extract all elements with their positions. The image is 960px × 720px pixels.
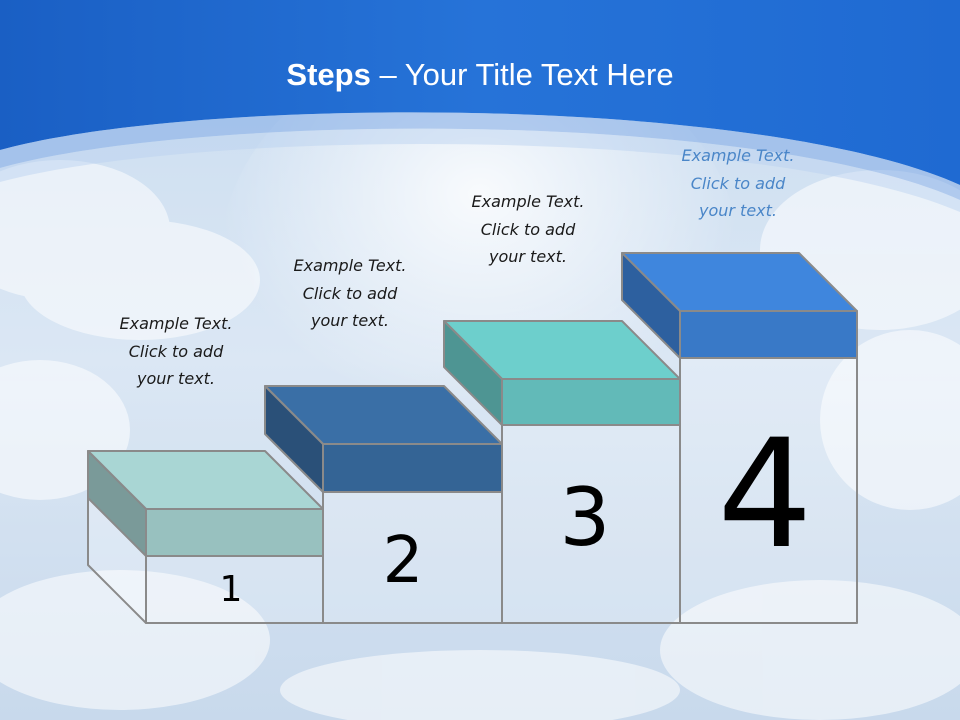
step-1-caption[interactable]: Example Text. Click to add your text. xyxy=(76,310,276,393)
step-2-number: 2 xyxy=(382,524,424,598)
step-3-front-face xyxy=(501,378,681,426)
caption-line: your text. xyxy=(488,247,567,266)
step-1-number: 1 xyxy=(219,569,243,610)
caption-line: Example Text. xyxy=(471,192,585,211)
step-3-caption[interactable]: Example Text. Click to add your text. xyxy=(428,188,628,271)
title-bold: Steps xyxy=(286,57,371,92)
step-1-front-face xyxy=(145,508,324,557)
title-rest: – Your Title Text Here xyxy=(370,57,674,92)
step-4-front-face xyxy=(679,310,858,359)
caption-line: Click to add xyxy=(480,219,576,239)
caption-line: Example Text. xyxy=(293,256,407,275)
caption-line: Click to add xyxy=(302,283,398,303)
caption-line: Example Text. xyxy=(119,314,233,333)
step-2-caption[interactable]: Example Text. Click to add your text. xyxy=(250,252,450,335)
step-4-caption[interactable]: Example Text. Click to add your text. xyxy=(638,142,838,225)
caption-line: Click to add xyxy=(128,341,224,361)
caption-line: your text. xyxy=(310,311,389,330)
caption-line: Click to add xyxy=(690,173,786,193)
step-3-number: 3 xyxy=(559,471,611,564)
step-4-number: 4 xyxy=(717,408,813,582)
slide-title[interactable]: Steps – Your Title Text Here xyxy=(0,55,960,95)
cloud-decoration xyxy=(0,160,960,720)
step-2-front-face xyxy=(322,443,503,493)
caption-line: your text. xyxy=(136,369,215,388)
caption-line: your text. xyxy=(698,201,777,220)
caption-line: Example Text. xyxy=(681,146,795,165)
